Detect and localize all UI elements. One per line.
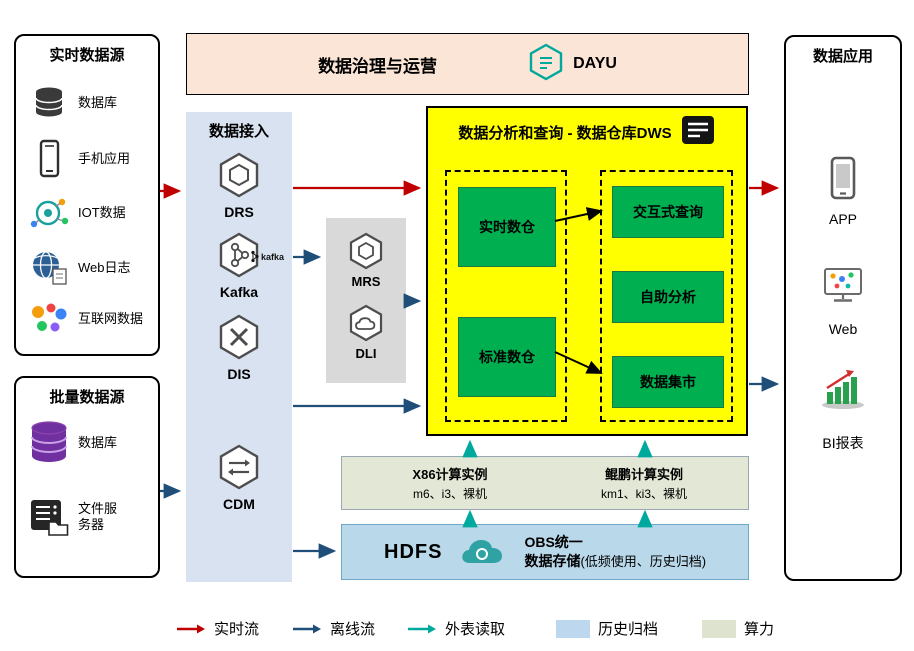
web-label: Web (828, 321, 858, 337)
x86-compute-title: X86计算实例 (412, 467, 488, 482)
kunpeng-compute-instances: km1、ki3、裸机 (600, 487, 687, 501)
phone-icon (26, 138, 72, 180)
dws-title-row: 数据分析和查询 - 数据仓库DWS (428, 114, 746, 151)
bi-report-icon (819, 367, 867, 416)
globe-icon (26, 248, 72, 288)
legend-swatch-archive (556, 619, 590, 638)
list-item-internet-data: 互联网数据 (26, 300, 156, 338)
iot-icon (26, 194, 72, 232)
database-icon (26, 84, 72, 122)
legend-label: 实时流 (214, 621, 260, 638)
item-label: Web日志 (78, 259, 131, 275)
list-item-database: 数据库 (26, 84, 156, 122)
warehouse-group: 实时数仓 标准数仓 (445, 170, 567, 422)
document-list-icon (680, 114, 716, 151)
legend-realtime: 实时流 (176, 618, 259, 639)
interactive-query-box: 交互式查询 (612, 186, 724, 238)
applications-title: 数据应用 (812, 48, 873, 65)
obs-text-block: OBS统一 数据存储(低频使用、历史归档) (524, 533, 706, 570)
governance-title: 数据治理与运营 (318, 56, 438, 76)
legend-compute: 算力 (702, 618, 774, 639)
mrs-icon (347, 232, 385, 275)
standard-warehouse-box: 标准数仓 (458, 317, 556, 397)
kunpeng-compute-group: 鲲鹏计算实例 km1、ki3、裸机 (554, 464, 734, 502)
list-item-weblog: Web日志 (26, 248, 156, 288)
dis-label: DIS (227, 366, 251, 382)
app-phone-icon (828, 155, 858, 208)
dli-icon (347, 304, 385, 347)
legend-label: 算力 (744, 621, 775, 638)
dws-box: 数据分析和查询 - 数据仓库DWS 实时数仓 标准数仓 交互式查询 自助分析 数… (426, 106, 748, 436)
kafka-logo-text: kafka (261, 251, 285, 262)
drs-label: DRS (224, 204, 254, 220)
legend-label: 外表读取 (445, 621, 506, 638)
list-item-mobile: 手机应用 (26, 138, 156, 180)
item-label: 数据库 (78, 434, 118, 450)
cdm-icon (216, 444, 262, 495)
realtime-warehouse-box: 实时数仓 (458, 187, 556, 267)
x86-compute-group: X86计算实例 m6、i3、裸机 (360, 464, 540, 502)
file-server-icon (26, 496, 72, 538)
obs-line1: OBS统一 (524, 534, 583, 551)
batch-sources-panel: 批量数据源 数据库 (14, 376, 160, 578)
legend-label: 历史归档 (598, 621, 659, 638)
legend-arrow-blue (293, 624, 321, 633)
dis-icon (216, 314, 262, 365)
ingestion-title: 数据接入 (208, 123, 269, 140)
legend-arrow-teal (408, 624, 436, 633)
obs-note: (低频使用、历史归档) (580, 553, 707, 569)
data-mart-box: 数据集市 (612, 356, 724, 408)
dws-title: 数据分析和查询 - 数据仓库DWS (458, 125, 672, 142)
list-item-iot: IOT数据 (26, 194, 156, 232)
processing-box: MRS DLI (326, 218, 406, 383)
self-service-analysis-box: 自助分析 (612, 271, 724, 323)
dli-label: DLI (355, 346, 377, 361)
item-label: 手机应用 (78, 150, 131, 166)
dayu-group: DAYU (527, 43, 617, 86)
governance-banner: 数据治理与运营 DAYU (186, 33, 749, 95)
item-label: 互联网数据 (78, 310, 144, 326)
legend-external-read: 外表读取 (407, 618, 505, 639)
realtime-sources-panel: 实时数据源 数据库 手机应用 (14, 34, 160, 356)
dayu-label: DAYU (573, 55, 617, 72)
dayu-icon (527, 43, 565, 86)
list-item-batch-database: 数据库 (26, 420, 156, 466)
legend-arrow-red (177, 624, 205, 633)
cdm-label: CDM (223, 496, 255, 512)
kafka-icon (216, 232, 262, 283)
realtime-sources-title: 实时数据源 (49, 47, 125, 64)
hdfs-label: HDFS (384, 540, 443, 563)
item-label: IOT数据 (78, 204, 126, 220)
list-item-file-server: 文件服务器 (26, 496, 156, 538)
mrs-label: MRS (351, 274, 381, 289)
kafka-label: Kafka (219, 284, 259, 300)
legend-label: 离线流 (330, 621, 376, 638)
item-label: 数据库 (78, 94, 118, 110)
web-monitor-icon (820, 265, 866, 312)
batch-sources-title: 批量数据源 (49, 389, 125, 406)
kafka-wordmark: kafka (250, 250, 284, 263)
ingestion-column: 数据接入 DRS (186, 112, 292, 582)
compute-box: X86计算实例 m6、i3、裸机 鲲鹏计算实例 km1、ki3、裸机 (341, 456, 749, 510)
analysis-group: 交互式查询 自助分析 数据集市 (600, 170, 733, 422)
storage-box: HDFS OBS统一 数据存储(低频使用、历史归档) (341, 524, 749, 580)
applications-panel: 数据应用 APP Web (784, 35, 902, 581)
legend-offline: 离线流 (292, 618, 375, 639)
internet-data-icon (26, 300, 72, 338)
legend-swatch-compute (702, 619, 736, 638)
obs-cloud-icon (458, 531, 508, 574)
app-label: APP (828, 211, 857, 227)
bi-label: BI报表 (822, 435, 864, 451)
database-purple-icon (26, 420, 72, 466)
x86-compute-instances: m6、i3、裸机 (412, 487, 487, 501)
kafka-logo-glyph (251, 250, 259, 263)
obs-line2: 数据存储 (524, 552, 581, 569)
item-label: 文件服务器 (78, 500, 118, 532)
drs-icon (216, 152, 262, 203)
legend-archive: 历史归档 (556, 618, 658, 639)
kunpeng-compute-title: 鲲鹏计算实例 (604, 467, 683, 482)
